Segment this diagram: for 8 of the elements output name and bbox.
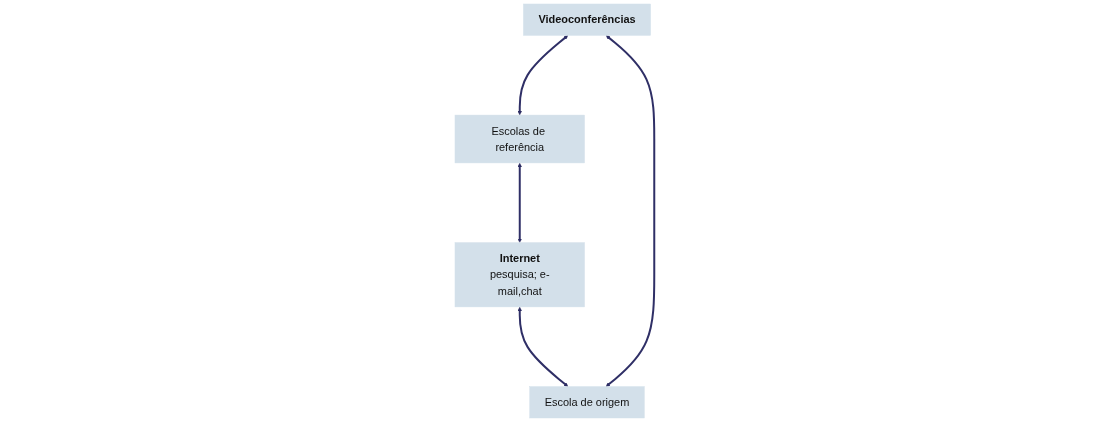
node-box: Escola de origem [529, 386, 645, 419]
node-box: Internet pesquisa; e-mail,chat [454, 242, 585, 308]
arrow [517, 35, 568, 116]
arrow [517, 162, 522, 243]
node-box: Videoconferências [523, 3, 651, 36]
arrow [605, 35, 656, 387]
node-box: Escolas de referência [454, 114, 585, 164]
arrow [517, 306, 569, 387]
